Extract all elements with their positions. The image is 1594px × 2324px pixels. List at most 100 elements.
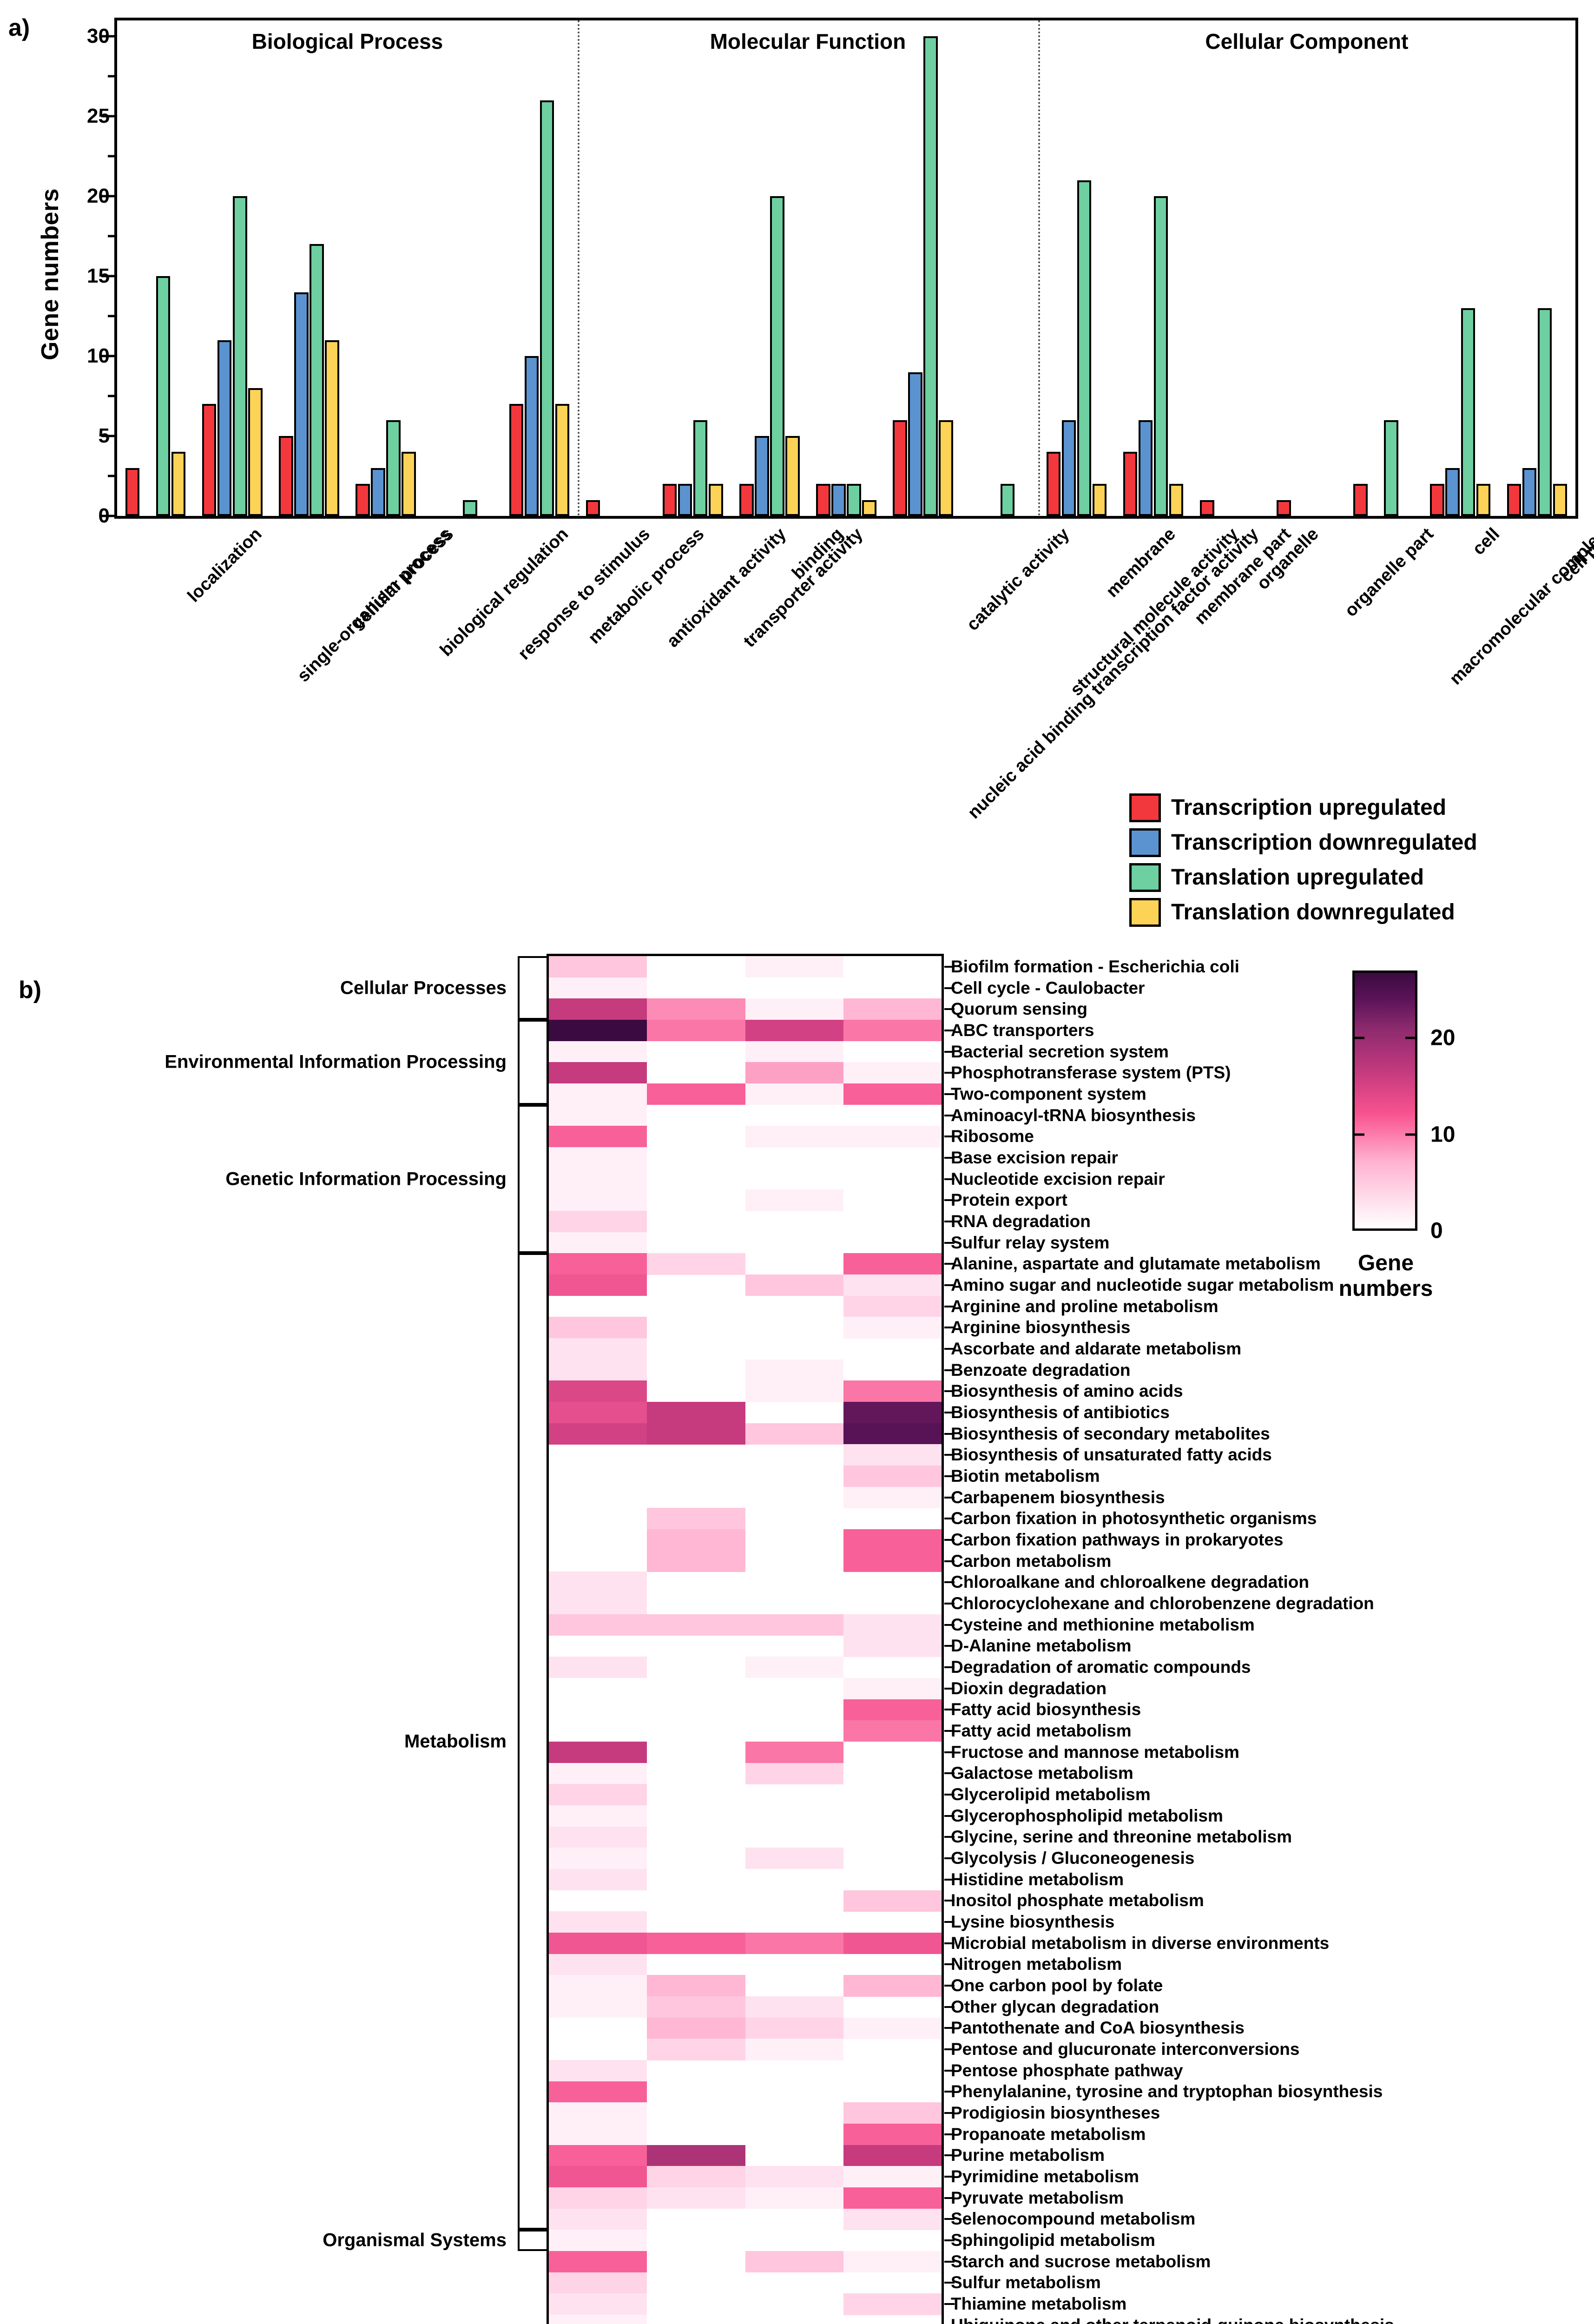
heatmap-row-label: Biosynthesis of secondary metabolites: [951, 1424, 1270, 1443]
heatmap-row-label: Pantothenate and CoA biosynthesis: [951, 2018, 1245, 2038]
heatmap-cell: [745, 2187, 843, 2209]
row-tick: [944, 1772, 955, 1775]
heatmap-cell: [843, 1062, 942, 1084]
heatmap-cell: [549, 977, 647, 999]
bar: [816, 484, 830, 516]
row-tick: [944, 1878, 955, 1881]
heatmap-cell: [549, 2123, 647, 2146]
heatmap-cell: [745, 1932, 843, 1954]
y-tick-mark: [101, 275, 117, 277]
row-tick: [944, 1093, 955, 1095]
row-tick: [944, 1560, 955, 1562]
row-tick: [944, 1347, 955, 1350]
heatmap-row-label: Alanine, aspartate and glutamate metabol…: [951, 1254, 1321, 1274]
heatmap-cell: [745, 956, 843, 978]
bar: [1061, 420, 1076, 516]
bar: [125, 468, 140, 516]
bar: [739, 484, 754, 516]
row-tick: [944, 987, 955, 989]
bar: [1353, 484, 1368, 516]
heatmap-cell: [745, 1126, 843, 1148]
heatmap-cell: [745, 1614, 843, 1636]
y-tick-mark: [101, 515, 117, 517]
colorbar-gradient: [1352, 971, 1417, 1231]
heatmap-row-label: Sulfur relay system: [951, 1233, 1110, 1252]
y-tick-minor: [108, 235, 117, 238]
bar: [1476, 484, 1491, 516]
heatmap-cell: [549, 2230, 647, 2251]
bar: [1123, 452, 1138, 516]
row-tick: [944, 1114, 955, 1116]
heatmap-row-label: Starch and sucrose metabolism: [951, 2251, 1211, 2271]
heatmap-row-label: Dioxin degradation: [951, 1678, 1107, 1698]
bar: [708, 484, 723, 516]
heatmap-cell: [843, 1466, 942, 1487]
row-tick: [944, 1751, 955, 1753]
heatmap-row-label: Sulfur metabolism: [951, 2273, 1101, 2292]
heatmap-cell: [745, 2039, 843, 2060]
y-tick-mark: [101, 35, 117, 38]
heatmap-cell: [549, 1996, 647, 2018]
heatmap-row-label: Carbon fixation pathways in prokaryotes: [951, 1530, 1284, 1549]
heatmap-row-label: Carbon fixation in photosynthetic organi…: [951, 1509, 1317, 1528]
row-tick: [944, 1156, 955, 1159]
heatmap-cell: [647, 1253, 745, 1275]
heatmap-cell: [843, 1423, 942, 1445]
row-tick: [944, 1008, 955, 1010]
heatmap-cell: [647, 1529, 745, 1551]
row-tick: [944, 2154, 955, 2157]
heatmap-cell: [549, 1041, 647, 1063]
row-tick: [944, 1900, 955, 1902]
y-tick-minor: [108, 155, 117, 158]
bar: [770, 196, 784, 516]
heatmap-cell: [549, 2102, 647, 2124]
y-tick-mark: [101, 435, 117, 437]
heatmap-cell: [549, 1232, 647, 1254]
heatmap-cell: [549, 1083, 647, 1105]
group-bracket: [518, 1104, 547, 1254]
heatmap-row-label: Purine metabolism: [951, 2146, 1105, 2165]
bar: [279, 436, 293, 516]
heatmap-row-label: Lysine biosynthesis: [951, 1912, 1115, 1932]
heatmap-row-label: Galactose metabolism: [951, 1763, 1133, 1783]
heatmap-cell: [549, 2060, 647, 2082]
heatmap-cell: [745, 1020, 843, 1042]
row-tick: [944, 1624, 955, 1626]
legend-swatch: [1129, 863, 1161, 892]
heatmap-row-label: Nucleotide excision repair: [951, 1169, 1165, 1188]
heatmap-cell: [745, 1083, 843, 1105]
legend-item: Transcription upregulated: [1129, 790, 1477, 825]
heatmap-row-label: Degradation of aromatic compounds: [951, 1657, 1251, 1677]
row-tick: [944, 1369, 955, 1371]
heatmap-cell: [549, 1147, 647, 1169]
heatmap-cell: [843, 2166, 942, 2188]
legend-label: Translation upregulated: [1171, 865, 1424, 890]
heatmap-row-label: Amino sugar and nucleotide sugar metabol…: [951, 1275, 1334, 1294]
bar: [540, 100, 554, 516]
heatmap-row-label: Ribosome: [951, 1127, 1034, 1146]
bar: [555, 404, 570, 516]
row-tick: [944, 965, 955, 968]
heatmap-cell: [647, 1423, 745, 1445]
heatmap-cell: [843, 1126, 942, 1148]
row-tick: [944, 1136, 955, 1138]
bar: [785, 436, 800, 516]
bar: [1507, 484, 1522, 516]
heatmap-row-label: One carbon pool by folate: [951, 1976, 1163, 1995]
x-axis-label: organelle part: [1341, 524, 1437, 621]
row-tick: [944, 2027, 955, 2029]
group-bracket: [518, 1020, 547, 1105]
heatmap-cell: [549, 1104, 647, 1126]
row-tick: [944, 1072, 955, 1074]
heatmap-row-label: Other glycan degradation: [951, 1997, 1159, 2016]
heatmap-cell: [647, 1614, 745, 1636]
bar: [1430, 484, 1444, 516]
heatmap-cell: [843, 2145, 942, 2166]
bar: [1384, 420, 1398, 516]
heatmap-cell: [549, 1911, 647, 1933]
heatmap-row-label: Protein export: [951, 1190, 1067, 1210]
colorbar-tick-mark: [1405, 1133, 1417, 1136]
heatmap-cell: [549, 1402, 647, 1424]
